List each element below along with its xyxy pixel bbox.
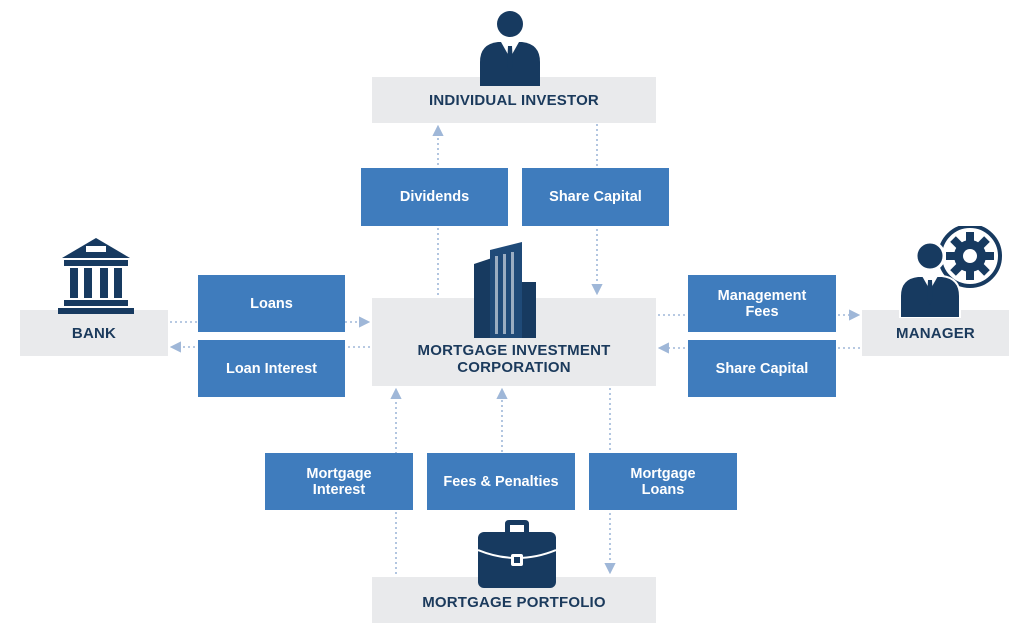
management-fees-box: Management Fees bbox=[688, 275, 836, 332]
loans-box: Loans bbox=[198, 275, 345, 332]
dividends-box: Dividends bbox=[361, 168, 508, 226]
mic-box: MORTGAGE INVESTMENT CORPORATION bbox=[372, 298, 656, 386]
businessman-icon bbox=[480, 11, 540, 86]
mortgage-interest-label: Mortgage Interest bbox=[306, 465, 372, 498]
bank-box: BANK bbox=[20, 310, 168, 356]
individual-investor-label: INDIVIDUAL INVESTOR bbox=[429, 91, 599, 109]
dividends-label: Dividends bbox=[399, 189, 470, 205]
manager-gear-icon bbox=[899, 226, 1002, 318]
fees-penalties-label: Fees & Penalties bbox=[443, 473, 559, 490]
share-capital-investor-label: Share Capital bbox=[549, 189, 642, 205]
mic-label: MORTGAGE INVESTMENT CORPORATION bbox=[417, 342, 611, 376]
loan-interest-box: Loan Interest bbox=[198, 340, 345, 397]
bank-icon bbox=[58, 238, 134, 314]
office-building-icon bbox=[474, 242, 536, 338]
manager-label: MANAGER bbox=[896, 324, 975, 342]
fees-penalties-box: Fees & Penalties bbox=[427, 453, 575, 510]
mortgage-loans-box: Mortgage Loans bbox=[589, 453, 737, 510]
share-capital-investor-box: Share Capital bbox=[522, 168, 669, 226]
briefcase-icon bbox=[478, 520, 556, 588]
mortgage-loans-label: Mortgage Loans bbox=[630, 465, 696, 498]
mortgage-portfolio-label: MORTGAGE PORTFOLIO bbox=[422, 594, 606, 611]
share-capital-manager-box: Share Capital bbox=[688, 340, 836, 397]
mortgage-interest-box: Mortgage Interest bbox=[265, 453, 413, 510]
share-capital-manager-label: Share Capital bbox=[715, 360, 809, 377]
bank-label: BANK bbox=[71, 324, 117, 342]
loan-interest-label: Loan Interest bbox=[225, 360, 318, 377]
loans-label: Loans bbox=[250, 295, 293, 312]
management-fees-label: Management Fees bbox=[717, 287, 807, 320]
